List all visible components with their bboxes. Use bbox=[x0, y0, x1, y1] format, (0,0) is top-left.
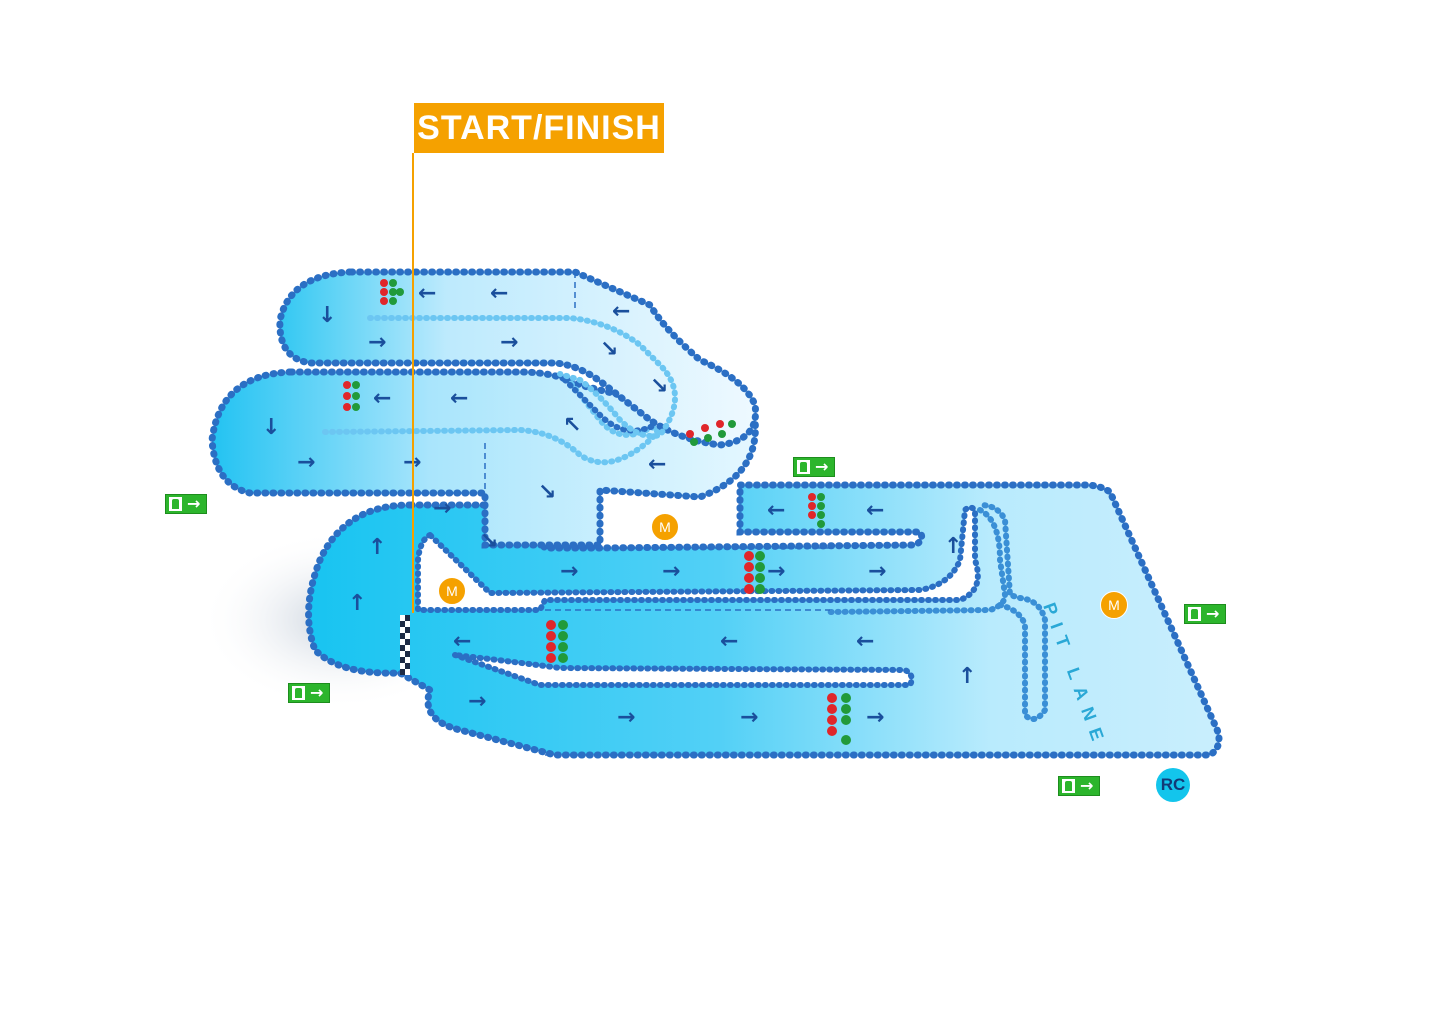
direction-arrow: → bbox=[866, 705, 884, 730]
direction-arrow: ↓ bbox=[262, 415, 280, 440]
exit-arrow-icon: → bbox=[187, 494, 201, 513]
running-man-exit-icon bbox=[797, 460, 810, 474]
track-inner-barrier bbox=[367, 315, 678, 439]
direction-arrow: → bbox=[662, 559, 680, 584]
direction-arrow: → bbox=[767, 559, 785, 584]
exit-arrow-icon: → bbox=[815, 457, 829, 476]
emergency-exit-sign: → bbox=[288, 683, 330, 703]
start-finish-pole bbox=[412, 153, 414, 613]
traffic-light-group bbox=[343, 279, 851, 745]
direction-arrow: → bbox=[433, 496, 451, 521]
direction-arrow: ↑ bbox=[958, 664, 976, 689]
direction-arrow: ← bbox=[453, 629, 471, 654]
exit-arrow-icon: → bbox=[1206, 604, 1220, 623]
traffic-light bbox=[380, 279, 404, 305]
traffic-light bbox=[808, 493, 825, 528]
direction-arrow: ↘ bbox=[538, 480, 556, 505]
traffic-light bbox=[546, 620, 568, 663]
direction-arrow: ← bbox=[866, 498, 884, 523]
track-level-ground bbox=[305, 481, 1223, 759]
direction-arrow: ← bbox=[767, 498, 785, 523]
track-inner-barrier bbox=[322, 379, 661, 466]
direction-arrow: → bbox=[868, 559, 886, 584]
direction-arrow: ↓ bbox=[318, 303, 336, 328]
running-man-exit-icon bbox=[169, 497, 182, 511]
direction-arrow: ↘ bbox=[650, 374, 668, 399]
direction-arrow: ← bbox=[490, 281, 508, 306]
traffic-light bbox=[827, 693, 851, 745]
direction-arrow: ← bbox=[418, 281, 436, 306]
direction-arrow: → bbox=[617, 705, 635, 730]
emergency-exit-sign: → bbox=[165, 494, 207, 514]
direction-arrow: ← bbox=[450, 386, 468, 411]
start-finish-label: START/FINISH bbox=[414, 103, 664, 153]
track-infield bbox=[454, 652, 915, 688]
direction-arrow: → bbox=[468, 689, 486, 714]
emergency-exit-sign: → bbox=[793, 457, 835, 477]
running-man-exit-icon bbox=[1062, 779, 1075, 793]
direction-arrow: ← bbox=[612, 299, 630, 324]
pit-lane-divider bbox=[827, 502, 1048, 722]
level-edge-lines bbox=[410, 272, 601, 545]
direction-arrow: ↘ bbox=[480, 529, 498, 554]
track-infield bbox=[415, 504, 981, 613]
direction-arrow: ↘ bbox=[600, 337, 618, 362]
start-finish-checkered-line bbox=[400, 615, 410, 675]
exit-arrow-icon: → bbox=[310, 683, 324, 702]
direction-arrow: ↖ bbox=[563, 413, 581, 438]
exit-arrow-icon: → bbox=[1080, 776, 1094, 795]
direction-arrow: ↑ bbox=[368, 535, 386, 560]
track-inner-barrier bbox=[557, 372, 658, 434]
running-man-exit-icon bbox=[292, 686, 305, 700]
level-edge-lines bbox=[540, 485, 830, 756]
traffic-light bbox=[744, 551, 765, 594]
emergency-exit-sign: → bbox=[1058, 776, 1100, 796]
direction-arrow: → bbox=[560, 559, 578, 584]
marshal-badge: M bbox=[651, 513, 679, 541]
traffic-light bbox=[343, 381, 360, 411]
direction-arrow: ← bbox=[856, 629, 874, 654]
emergency-exit-sign: → bbox=[1184, 604, 1226, 624]
running-man-exit-icon bbox=[1188, 607, 1201, 621]
direction-arrow: → bbox=[368, 330, 386, 355]
direction-arrow: ↑ bbox=[944, 534, 962, 559]
race-control-badge: RC bbox=[1156, 768, 1190, 802]
direction-arrow: ↑ bbox=[348, 591, 366, 616]
direction-arrow: ← bbox=[720, 629, 738, 654]
traffic-light bbox=[686, 420, 736, 446]
direction-arrows: ← ← ← ↓ → → ↘ ↘ ← ← ↖ ↓ → → ↘ ← → ↘ ↑ ↑ … bbox=[262, 281, 976, 730]
marshal-badge: M bbox=[438, 577, 466, 605]
direction-arrow: ← bbox=[648, 452, 666, 477]
direction-arrow: ← bbox=[373, 386, 391, 411]
direction-arrow: → bbox=[500, 330, 518, 355]
marshal-badge: M bbox=[1100, 591, 1128, 619]
direction-arrow: → bbox=[740, 705, 758, 730]
direction-arrow: → bbox=[297, 450, 315, 475]
